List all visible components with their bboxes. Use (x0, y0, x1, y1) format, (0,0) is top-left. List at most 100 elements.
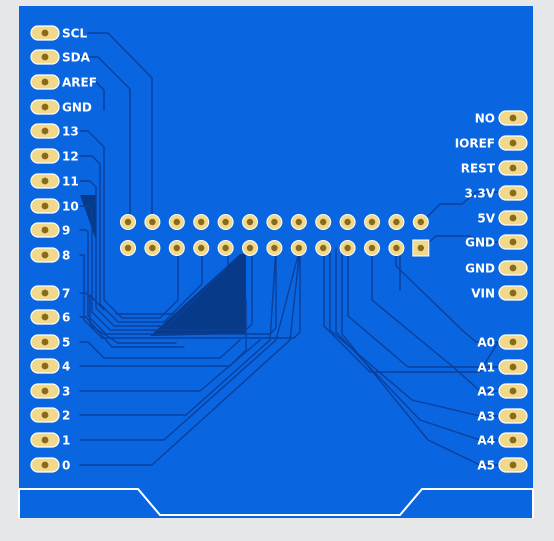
header-pin-r0-c4-hole (222, 218, 229, 226)
header-pin-r1-c12-hole (417, 244, 424, 252)
pad-left-2 (30, 74, 60, 90)
pin-label-left-9: 8 (62, 249, 70, 263)
pin-header (120, 214, 430, 257)
pad-right-12-hole (509, 436, 517, 444)
pad-left-14 (30, 383, 60, 399)
pin-label-left-2: AREF (62, 76, 97, 90)
pad-left-0 (30, 25, 60, 41)
trace-1 (79, 247, 301, 441)
pad-left-0-hole (41, 29, 49, 37)
pad-left-13-hole (41, 362, 49, 370)
pin-label-left-11: 6 (62, 311, 70, 325)
trace-5 (79, 339, 241, 359)
header-pin-r0-c11-hole (393, 218, 400, 226)
pad-right-1-hole (509, 139, 517, 147)
trace-3 (79, 339, 261, 392)
pin-label-right-10: A2 (477, 385, 495, 399)
pin-label-left-7: 10 (62, 200, 79, 214)
pad-left-8-hole (41, 226, 49, 234)
pin-label-right-1: IOREF (455, 137, 495, 151)
pin-label-right-13: A5 (477, 459, 495, 473)
pad-left-6-hole (41, 177, 49, 185)
pin-label-left-5: 12 (62, 150, 79, 164)
trace-scl (87, 32, 153, 223)
pin-label-right-4: 5V (477, 212, 495, 226)
trace-a-bundle (395, 247, 499, 343)
pin-label-left-10: 7 (62, 287, 70, 301)
pin-label-left-12: 5 (62, 336, 70, 350)
pad-left-7 (30, 198, 60, 214)
pin-label-right-7: VIN (471, 287, 495, 301)
pad-left-10-hole (41, 289, 49, 297)
pad-right-0 (498, 110, 528, 126)
pad-left-15 (30, 407, 60, 423)
trace-9 (79, 229, 277, 335)
pad-right-6 (498, 260, 528, 276)
pad-left-15-hole (41, 411, 49, 419)
pad-right-2-hole (509, 164, 517, 172)
pad-right-4 (498, 210, 528, 226)
pin-label-left-6: 11 (62, 175, 79, 189)
pad-left-10 (30, 285, 60, 301)
pad-right-4-hole (509, 214, 517, 222)
pad-right-11-hole (509, 412, 517, 420)
header-pin-r1-c6-hole (271, 244, 278, 252)
pin-label-left-4: 13 (62, 125, 79, 139)
header-pin-r0-c10-hole (368, 218, 376, 226)
pad-left-9 (30, 247, 60, 263)
pad-right-7-hole (509, 289, 517, 297)
header-pin-r1-c3-hole (198, 244, 205, 252)
trace-5v (421, 191, 499, 223)
header-pin-r1-c0-hole (124, 244, 132, 252)
pad-right-13-hole (509, 461, 517, 469)
pad-left-8 (30, 222, 60, 238)
pin-label-right-5: GND (465, 236, 495, 250)
pin-label-left-15: 2 (62, 409, 70, 423)
trace-12 (79, 155, 203, 323)
trace-a4 (335, 247, 499, 441)
trace-10 (79, 205, 253, 331)
pin-label-right-11: A3 (477, 410, 495, 424)
header-pin-r0-c8-hole (320, 218, 327, 226)
header-pin-r0-c5-hole (246, 218, 254, 226)
header-pin-r1-c1-hole (149, 244, 156, 252)
pad-right-6-hole (509, 264, 517, 272)
pad-left-17-hole (41, 461, 49, 469)
pad-left-1-hole (41, 53, 49, 61)
trace-13 (79, 130, 179, 319)
pad-right-1 (498, 135, 528, 151)
pad-right-0-hole (509, 114, 517, 122)
trace-7 (79, 292, 177, 344)
pad-right-10-hole (509, 387, 517, 395)
pin-label-right-6: GND (465, 262, 495, 276)
pad-left-5 (30, 148, 60, 164)
trace-a2 (371, 247, 499, 392)
pad-right-3 (498, 185, 528, 201)
pad-left-9-hole (41, 251, 49, 259)
trace-gnd (421, 235, 499, 249)
trace-layer (79, 32, 499, 466)
pad-right-8-hole (509, 338, 517, 346)
header-pin-r1-c2-hole (173, 244, 180, 252)
pad-left-14-hole (41, 387, 49, 395)
trace-a5 (341, 247, 499, 466)
pin-label-right-9: A1 (477, 361, 495, 375)
pin-label-right-12: A4 (477, 434, 495, 448)
pad-left-4 (30, 123, 60, 139)
pad-left-6 (30, 173, 60, 189)
pin-label-right-0: NO (475, 112, 495, 126)
trace-0 (79, 247, 301, 466)
pin-label-left-14: 3 (62, 385, 70, 399)
header-pin-r0-c2-hole (173, 218, 180, 226)
header-pin-r1-c9-hole (344, 244, 351, 252)
header-pin-r1-c11-hole (393, 244, 400, 252)
pad-left-16-hole (41, 436, 49, 444)
pad-right-11 (498, 408, 528, 424)
header-pin-r0-c9-hole (344, 218, 351, 226)
pad-left-16 (30, 432, 60, 448)
pin-label-left-16: 1 (62, 434, 70, 448)
pad-left-1 (30, 49, 60, 65)
